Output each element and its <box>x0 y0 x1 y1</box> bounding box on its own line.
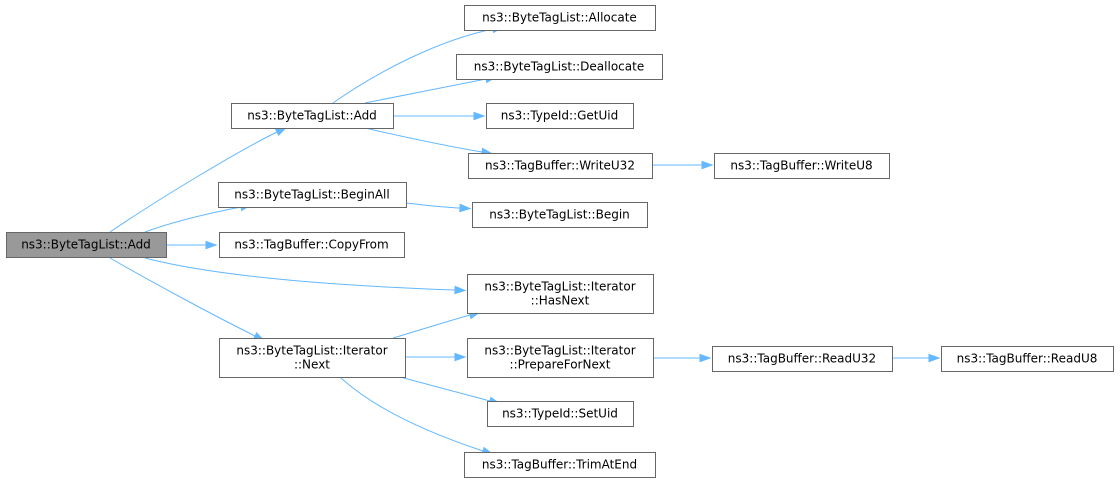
node-read-u8[interactable]: ns3::TagBuffer::ReadU8 <box>941 346 1114 372</box>
node-label: ns3::ByteTagList::Begin <box>489 208 630 222</box>
node-label: ns3::ByteTagList::Allocate <box>482 11 637 25</box>
edge-iter-next-to-prepare-for-next <box>405 352 467 362</box>
edge-add-to-get-uid <box>393 111 486 121</box>
node-label: ns3::TypeId::SetUid <box>502 407 618 421</box>
node-box <box>464 452 656 478</box>
node-box <box>231 103 394 129</box>
edge-root-to-copy-from <box>166 240 218 250</box>
arrow-head-icon <box>928 353 941 363</box>
edge-iter-next-to-has-next <box>392 310 482 339</box>
arrow-head-icon <box>454 285 467 295</box>
node-label: ::Next <box>294 358 330 372</box>
edge-line <box>144 257 456 291</box>
node-label: ns3::ByteTagList::Add <box>247 109 377 123</box>
node-box <box>219 232 405 258</box>
node-box <box>218 182 407 208</box>
node-box <box>464 5 656 31</box>
node-label: ::PrepareForNext <box>510 358 611 372</box>
node-label: ns3::TagBuffer::WriteU8 <box>730 159 872 173</box>
arrow-head-icon <box>701 160 714 170</box>
node-label: ns3::ByteTagList::BeginAll <box>234 188 389 202</box>
arrow-head-icon <box>459 203 472 213</box>
node-box <box>456 54 663 80</box>
edge-iter-next-to-trim-at-end <box>339 376 494 455</box>
node-box <box>941 346 1114 372</box>
node-label: ns3::TagBuffer::WriteU32 <box>485 159 635 173</box>
arrow-head-icon <box>699 353 712 363</box>
node-label: ns3::TagBuffer::ReadU8 <box>957 352 1098 366</box>
node-label: ns3::TagBuffer::ReadU32 <box>728 352 876 366</box>
edge-line <box>399 376 491 402</box>
arrow-head-icon <box>454 352 467 362</box>
node-label: ns3::ByteTagList::Iterator <box>236 344 387 358</box>
node-label: ns3::ByteTagList::Add <box>21 238 151 252</box>
node-write-u32[interactable]: ns3::TagBuffer::WriteU32 <box>468 153 653 179</box>
edge-line <box>144 206 242 233</box>
edge-line <box>405 202 461 209</box>
node-set-uid[interactable]: ns3::TypeId::SetUid <box>487 401 634 427</box>
node-label: ns3::TagBuffer::TrimAtEnd <box>482 458 637 472</box>
node-box <box>714 153 890 179</box>
edge-read-u32-to-read-u8 <box>892 353 941 363</box>
node-label: ns3::ByteTagList::Iterator <box>484 344 635 358</box>
nodes-layer: ns3::ByteTagList::Addns3::ByteTagList::A… <box>6 5 1114 478</box>
node-prepare-for-next[interactable]: ns3::ByteTagList::Iterator::PrepareForNe… <box>467 338 654 378</box>
node-box <box>467 338 654 378</box>
node-box <box>468 153 653 179</box>
node-read-u32[interactable]: ns3::TagBuffer::ReadU32 <box>712 346 893 372</box>
edge-line <box>339 376 484 452</box>
arrow-head-icon <box>205 240 218 250</box>
edge-line <box>109 257 256 337</box>
edge-line <box>364 78 487 104</box>
node-label: ns3::TypeId::GetUid <box>501 109 619 123</box>
edge-write-u32-to-write-u8 <box>652 160 714 170</box>
node-allocate[interactable]: ns3::ByteTagList::Allocate <box>464 5 656 31</box>
node-deallocate[interactable]: ns3::ByteTagList::Deallocate <box>456 54 663 80</box>
node-copy-from[interactable]: ns3::TagBuffer::CopyFrom <box>219 232 405 258</box>
edge-line <box>109 131 278 233</box>
node-box <box>712 346 893 372</box>
edge-line <box>364 127 483 153</box>
node-label: ns3::TagBuffer::CopyFrom <box>234 238 388 252</box>
node-has-next[interactable]: ns3::ByteTagList::Iterator::HasNext <box>467 274 654 314</box>
node-box <box>487 401 634 427</box>
node-begin[interactable]: ns3::ByteTagList::Begin <box>472 202 648 228</box>
edge-add-to-write-u32 <box>364 127 494 157</box>
node-get-uid[interactable]: ns3::TypeId::GetUid <box>486 103 634 129</box>
node-box <box>219 338 406 378</box>
node-write-u8[interactable]: ns3::TagBuffer::WriteU8 <box>714 153 890 179</box>
node-begin-all[interactable]: ns3::ByteTagList::BeginAll <box>218 182 407 208</box>
edge-prepare-for-next-to-read-u32 <box>653 353 712 363</box>
node-add[interactable]: ns3::ByteTagList::Add <box>231 103 394 129</box>
arrow-head-icon <box>473 111 486 121</box>
node-box <box>472 202 648 228</box>
node-root: ns3::ByteTagList::Add <box>6 232 167 258</box>
node-label: ns3::ByteTagList::Deallocate <box>474 60 644 74</box>
node-trim-at-end[interactable]: ns3::TagBuffer::TrimAtEnd <box>464 452 656 478</box>
node-box <box>467 274 654 314</box>
edge-root-to-iter-next <box>109 257 266 342</box>
edge-line <box>332 28 494 104</box>
edge-root-to-add <box>109 126 288 233</box>
edge-line <box>392 314 471 339</box>
edge-iter-next-to-set-uid <box>399 376 502 406</box>
node-label: ns3::ByteTagList::Iterator <box>484 280 635 294</box>
node-iter-next[interactable]: ns3::ByteTagList::Iterator::Next <box>219 338 406 378</box>
edge-begin-all-to-begin <box>405 202 472 213</box>
node-box <box>6 232 167 258</box>
node-label: ::HasNext <box>531 294 590 308</box>
node-box <box>486 103 634 129</box>
edge-root-to-has-next <box>144 257 467 295</box>
